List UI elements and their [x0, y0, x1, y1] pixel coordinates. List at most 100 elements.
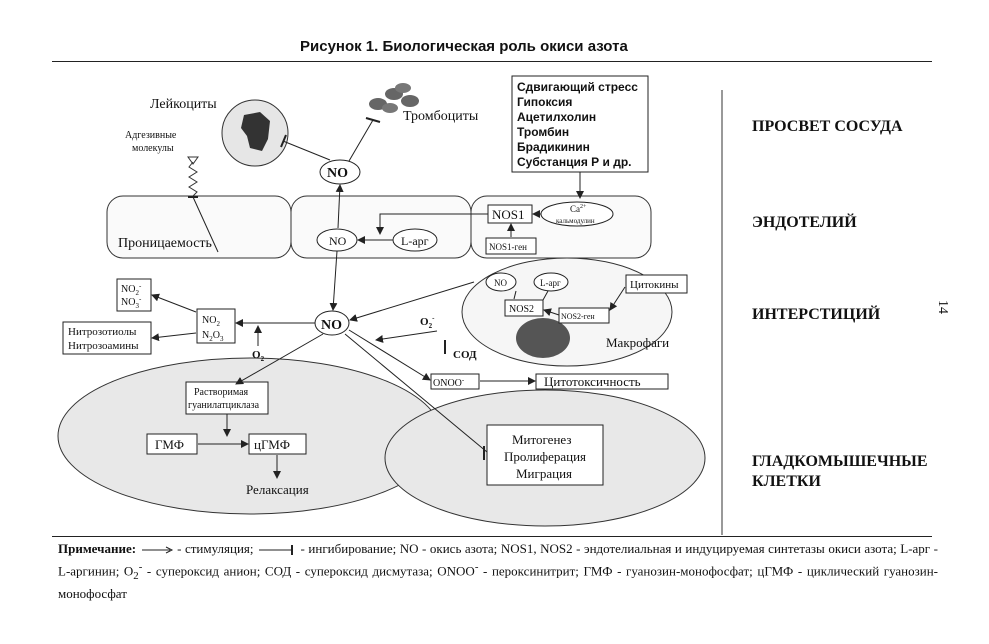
no-sgc-arrow — [235, 333, 324, 385]
nitrosamines-label: Нитрозоамины — [68, 340, 139, 352]
nos2-larg-link — [542, 290, 549, 301]
inhibition-symbol — [259, 545, 294, 556]
cgmp-label: цГМФ — [254, 437, 290, 452]
cytokines-label: Цитокины — [630, 279, 679, 291]
calmodulin-label: кальмодулин — [556, 217, 595, 225]
superoxide-arrow — [375, 330, 438, 343]
nos1-arrow — [376, 213, 488, 235]
no2-label: NO2 — [202, 315, 220, 328]
note-stimulation: - стимуляция; — [173, 541, 254, 556]
sgc-label-2: гуанилатциклаза — [188, 400, 260, 411]
no-interstitial-label: NO — [321, 318, 342, 333]
nitroso-box — [62, 321, 152, 355]
no-macrophage-label: NO — [494, 278, 507, 288]
nitrite-label: NO2- — [121, 282, 142, 297]
macrophage-no-arrow — [349, 281, 475, 322]
zone-endothelium: ЭНДОТЕЛИЙ — [752, 214, 857, 231]
cgmp-box — [248, 433, 307, 455]
note-inhibition: - ингибирование; NO - окись азота; NOS1,… — [58, 541, 938, 579]
l-arg-macrophage-node — [533, 272, 569, 292]
nitrite-nitrate-box — [116, 278, 152, 312]
no-onoo-arrow — [348, 329, 431, 381]
page-number: 14 — [935, 300, 950, 314]
note-rule — [52, 536, 932, 537]
sgc-box — [185, 381, 269, 415]
o2-label: O2 — [252, 349, 265, 363]
note-rest2: - пероксинитрит; ГМФ - гуанозин-монофосф… — [58, 563, 939, 601]
mitogenesis-label: Митогенез — [512, 432, 571, 447]
zone-smooth-muscle-1: ГЛАДКОМЫШЕЧНЫЕ — [752, 453, 928, 470]
stimulation-symbol — [141, 546, 173, 554]
no-endothelial-label: NO — [329, 234, 347, 248]
note-o2-sup: - — [138, 561, 143, 573]
macrophages-label: Макрофаги — [606, 335, 669, 350]
leukocytes-label: Лейкоциты — [150, 97, 217, 112]
relaxation-label: Релаксация — [246, 482, 309, 497]
note-onoo-sup: - — [474, 561, 479, 573]
mitogenesis-inhibit — [344, 333, 488, 453]
platelet — [382, 103, 398, 113]
migration-label: Миграция — [516, 466, 572, 481]
permeability-link — [192, 196, 219, 253]
figure-note: Примечание: - стимуляция; - ингибировани… — [58, 540, 938, 603]
figure-title: Рисунок 1. Биологическая роль окиси азот… — [300, 38, 628, 55]
note-head: Примечание: — [58, 541, 137, 556]
permeability-label: Проницаемость — [118, 236, 212, 251]
no2-n2o3-box — [196, 308, 236, 344]
platelets-label: Тромбоциты — [403, 109, 479, 124]
nitrosothiols-label: Нитрозотиолы — [68, 326, 137, 338]
sgc-label-1: Растворимая — [194, 387, 249, 398]
cytokines-arrow — [609, 286, 626, 311]
no2-to-nitrite-arrow — [151, 293, 197, 313]
superoxide-label: O2- — [420, 314, 435, 330]
l-arg-macrophage-label: L-арг — [540, 278, 561, 288]
note-rest: - супероксид анион; СОД - супероксид дис… — [142, 563, 475, 579]
onoo-label: ONOO- — [433, 376, 465, 389]
nos2-gene-arrow — [543, 308, 560, 317]
no-lumen-label: NO — [327, 166, 348, 181]
onoo-box — [430, 373, 480, 390]
stimulus-item: Тромбин — [517, 125, 569, 139]
no-nos2-link — [513, 290, 517, 300]
adhesion-label-2: молекулы — [132, 143, 174, 154]
n2o3-label: N2O3 — [202, 330, 224, 343]
mitogenesis-box — [486, 424, 604, 486]
nos1-gene-label: NOS1-ген — [489, 242, 527, 252]
stimulus-item: Гипоксия — [517, 95, 572, 109]
nos1-gene-box — [485, 237, 537, 255]
cytokines-box — [625, 274, 688, 294]
adhesion-label-1: Адгезивные — [125, 130, 177, 141]
nos2-gene-box — [558, 307, 610, 324]
no-down-arrow — [329, 250, 338, 311]
nos2-label: NOS2 — [509, 304, 534, 315]
gmp-label: ГМФ — [155, 437, 184, 452]
no-macrophage-node — [485, 272, 517, 292]
sod-label: СОД — [453, 349, 477, 361]
nos2-gene-label: NOS2-ген — [561, 312, 595, 321]
no2-to-nitroso-arrow — [151, 332, 197, 342]
platelet — [395, 83, 411, 93]
cytotoxicity-box — [535, 373, 669, 390]
nitrate-label: NO3- — [121, 295, 142, 310]
zone-interstitium: ИНТЕРСТИЦИЙ — [752, 306, 881, 323]
cytotoxicity-label: Цитотоксичность — [544, 374, 641, 389]
zone-lumen: ПРОСВЕТ СОСУДА — [752, 118, 903, 135]
leukocyte-inhibit — [282, 140, 331, 161]
gmp-box — [146, 433, 198, 455]
platelet-inhibit-bar — [365, 117, 381, 123]
zone-smooth-muscle-2: КЛЕТКИ — [752, 473, 821, 490]
nos1-label: NOS1 — [492, 207, 525, 222]
no-up-arrow — [335, 184, 344, 229]
adhesion-molecule-head — [187, 156, 199, 165]
leukocyte-inhibit-bar — [280, 134, 287, 148]
no-lumen-node — [319, 159, 361, 185]
endothelial-cell-2 — [290, 195, 472, 259]
stimulus-item: Ацетилхолин — [517, 110, 596, 124]
stimuli-box — [511, 75, 649, 173]
title-rule — [52, 61, 932, 62]
ca-label: Ca2+ — [570, 204, 587, 214]
note-o2-sub: 2 — [133, 569, 139, 582]
l-arg-label: L-арг — [401, 234, 429, 248]
